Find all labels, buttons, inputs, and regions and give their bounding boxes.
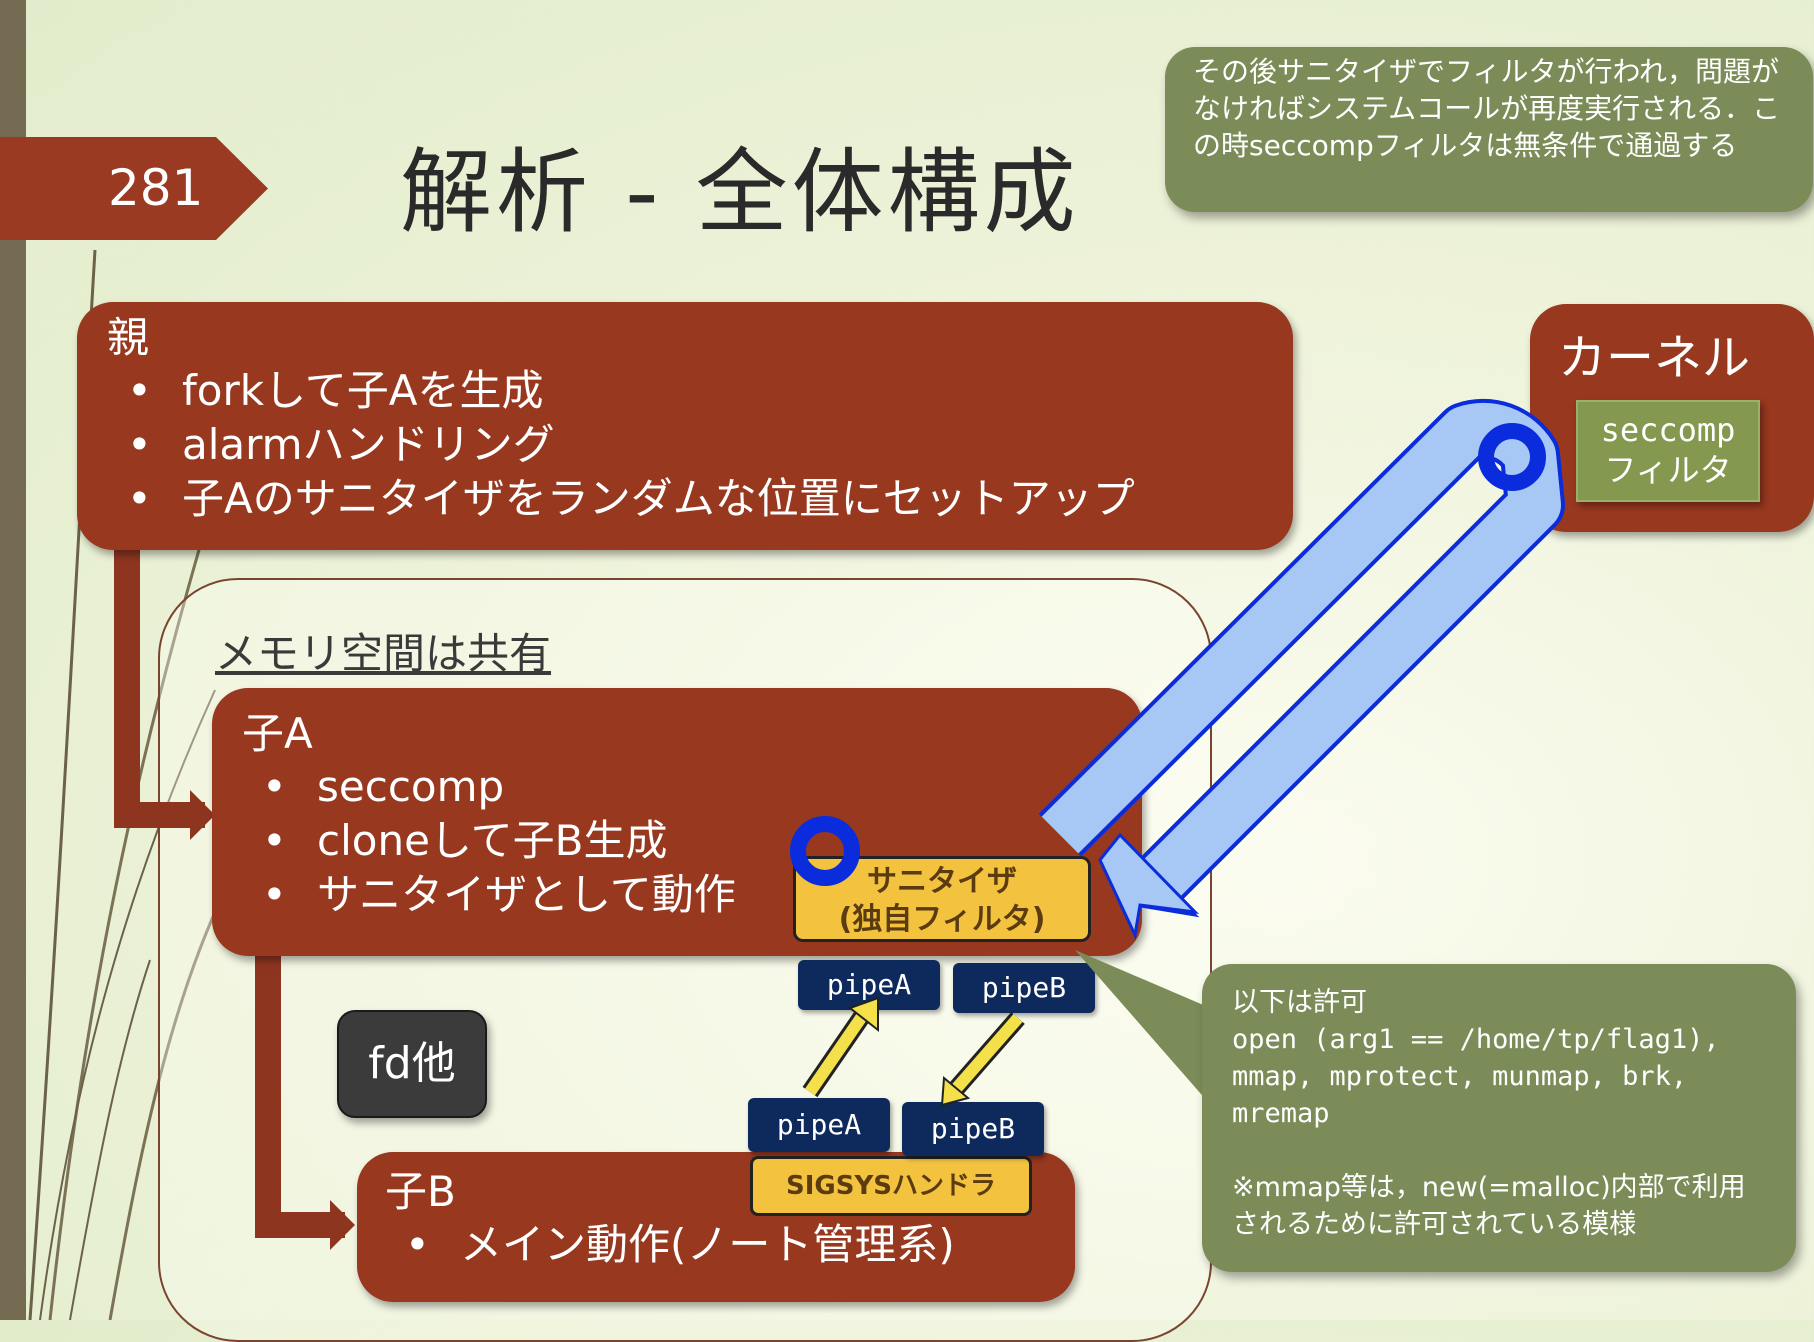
parent-process-box: 親 •forkして子Aを生成 •alarmハンドリング •子Aのサニタイザをラン… xyxy=(77,302,1293,550)
syscall-flow-arrow xyxy=(1041,402,1561,899)
pipe-b-arrow-head-icon xyxy=(940,1075,971,1107)
child-a-bullet-1-text: seccomp xyxy=(317,762,505,811)
child-a-bullet-1: •seccomp xyxy=(262,762,505,811)
child-b-heading: 子B xyxy=(385,1167,456,1216)
callout-note-bottom: 以下は許可 open (arg1 == /home/tp/flag1), mma… xyxy=(1202,964,1796,1272)
child-a-bullet-3: •サニタイザとして動作 xyxy=(262,870,736,919)
arrow-to-childA-icon xyxy=(190,790,215,840)
pipe-a-bottom: pipeA xyxy=(748,1098,890,1152)
seccomp-filter-line1: seccomp xyxy=(1600,411,1736,449)
child-a-bullet-2-text: cloneして子B生成 xyxy=(317,816,668,865)
parent-bullet-1: •forkして子Aを生成 xyxy=(127,366,544,415)
parent-bullet-list: •forkして子Aを生成 •alarmハンドリング •子Aのサニタイザをランダム… xyxy=(107,364,1263,526)
child-a-bullet-3-text: サニタイザとして動作 xyxy=(317,870,736,919)
slide-number-badge: 281 xyxy=(0,137,268,240)
pipe-b-bottom: pipeB xyxy=(902,1102,1044,1156)
callout-bottom-line4: mremap xyxy=(1232,1098,1330,1129)
sigsys-handler-box: SIGSYSハンドラ xyxy=(750,1156,1032,1216)
sanitizer-line1: サニタイザ xyxy=(867,864,1017,899)
arrow-to-childB-icon xyxy=(330,1200,355,1250)
syscall-flow-outline xyxy=(1038,398,1565,902)
child-a-bullet-2: •cloneして子B生成 xyxy=(262,816,668,865)
parent-bullet-2: •alarmハンドリング xyxy=(127,420,555,469)
pipe-a-arrow xyxy=(805,1008,870,1096)
child-a-bullet-list: •seccomp •cloneして子B生成 •サニタイザとして動作 xyxy=(242,760,1112,922)
child-b-bullet-1: •メイン動作(ノート管理系) xyxy=(405,1220,955,1269)
sanitizer-ring-icon xyxy=(790,816,860,886)
callout-bottom-line1: 以下は許可 xyxy=(1232,987,1367,1018)
parent-heading: 親 xyxy=(107,313,150,362)
callout-bottom-line2: open (arg1 == /home/tp/flag1), xyxy=(1232,1024,1720,1055)
pipe-b-arrow xyxy=(950,1014,1023,1094)
child-a-heading: 子A xyxy=(242,709,313,758)
kernel-label: カーネル xyxy=(1558,330,1751,386)
slide-title: 解析 - 全体構成 xyxy=(400,139,1080,246)
callout-bottom-note: ※mmap等は，new(=malloc)内部で利用されるために許可されている模様 xyxy=(1232,1172,1746,1240)
pipe-a-arrow-head-icon xyxy=(847,996,879,1033)
pipe-b-top: pipeB xyxy=(953,963,1095,1013)
child-a-box: 子A •seccomp •cloneして子B生成 •サニタイザとして動作 xyxy=(212,688,1142,956)
sanitizer-line2: (独自フィルタ) xyxy=(838,902,1046,937)
callout-note-top: その後サニタイザでフィルタが行われ，問題がなければシステムコールが再度実行される… xyxy=(1165,47,1813,212)
kernel-ring-icon xyxy=(1478,423,1546,491)
callout-top-text: その後サニタイザでフィルタが行われ，問題がなければシステムコールが再度実行される… xyxy=(1193,55,1781,162)
seccomp-filter-box: seccomp フィルタ xyxy=(1576,400,1760,502)
shared-memory-label: メモリ空間は共有 xyxy=(215,629,552,678)
seccomp-filter-line2: フィルタ xyxy=(1604,451,1732,489)
callout-tail-icon xyxy=(1075,950,1215,1110)
child-b-bullet-list: •メイン動作(ノート管理系) xyxy=(385,1218,1047,1272)
child-b-bullet-1-text: メイン動作(ノート管理系) xyxy=(460,1220,955,1269)
parent-bullet-3: •子Aのサニタイザをランダムな位置にセットアップ xyxy=(127,474,1135,523)
callout-bottom-line3: mmap, mprotect, munmap, brk, xyxy=(1232,1061,1688,1092)
fd-other-box: fd他 xyxy=(337,1010,487,1118)
parent-bullet-3-text: 子Aのサニタイザをランダムな位置にセットアップ xyxy=(182,474,1135,523)
parent-bullet-2-text: alarmハンドリング xyxy=(182,420,555,469)
parent-bullet-1-text: forkして子Aを生成 xyxy=(182,366,544,415)
